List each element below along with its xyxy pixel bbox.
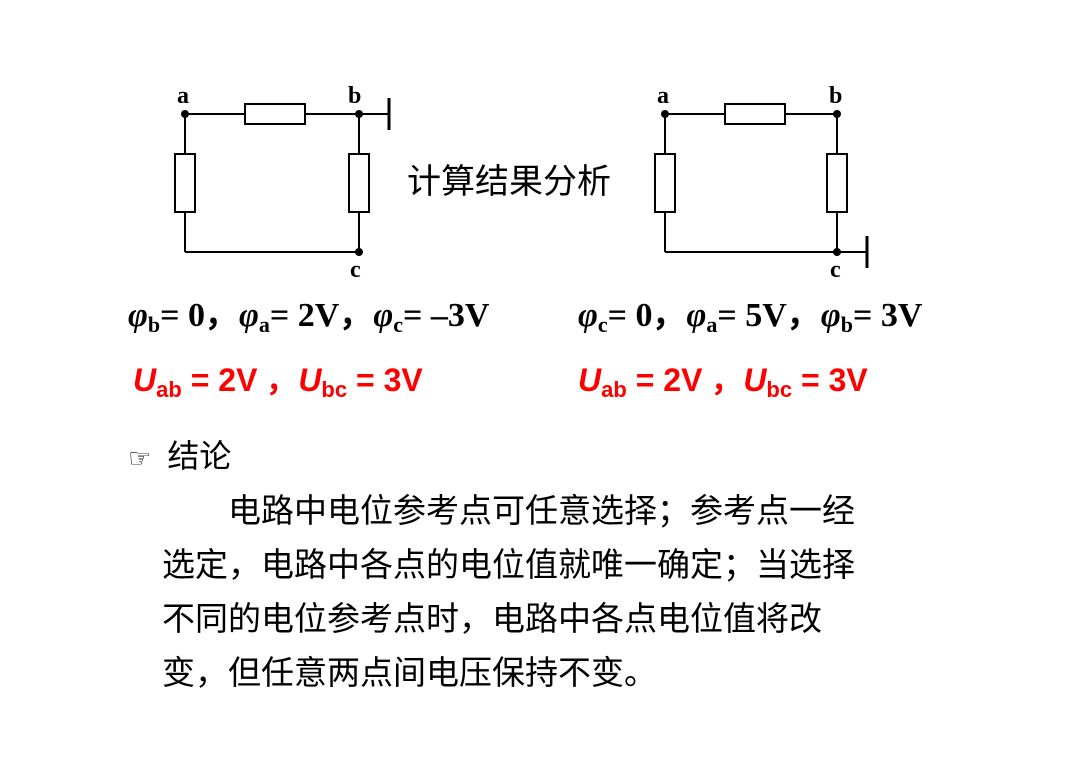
voltage-value: = 3V	[347, 362, 423, 398]
phi-symbol: φ	[820, 297, 841, 334]
voltage-value: = 2V ，	[626, 362, 744, 398]
phi-value: = 5V，	[717, 297, 821, 334]
conclusion-paragraph: 电路中电位参考点可任意选择；参考点一经 选定，电路中各点的电位值就唯一确定；当选…	[162, 484, 942, 700]
resistor-ab	[724, 103, 786, 125]
voltage-symbol: U	[578, 362, 602, 398]
phi-symbol: φ	[373, 297, 394, 334]
right-voltages: Uab = 2V ，Ubc = 3V	[578, 360, 868, 410]
voltage-subscript: bc	[766, 377, 793, 402]
paragraph-line: 选定，电路中各点的电位值就唯一确定；当选择	[162, 545, 855, 584]
voltage-value: = 2V ，	[181, 362, 299, 398]
node-c-dot	[355, 248, 363, 256]
resistor-ac	[654, 153, 676, 213]
left-circuit-diagram	[174, 98, 391, 256]
phi-subscript: b	[840, 312, 853, 337]
analysis-title: 计算结果分析	[407, 162, 611, 202]
resistor-bc	[826, 153, 848, 213]
node-a-dot	[181, 110, 189, 118]
right-potentials: φc= 0，φa= 5V，φb= 3V	[578, 296, 922, 345]
phi-symbol: φ	[686, 297, 707, 334]
paragraph-line: 不同的电位参考点时，电路中各点电位值将改	[162, 599, 822, 638]
right-label-c: c	[830, 257, 841, 283]
right-label-b: b	[829, 83, 843, 109]
phi-value: = 0，	[160, 297, 240, 334]
phi-subscript: a	[258, 312, 270, 337]
node-b-dot	[355, 110, 363, 118]
left-label-b: b	[348, 83, 362, 109]
voltage-symbol: U	[743, 362, 767, 398]
node-b-dot	[833, 110, 841, 118]
left-label-a: a	[177, 83, 189, 109]
left-voltages: Uab = 2V ，Ubc = 3V	[133, 360, 423, 410]
phi-subscript: a	[706, 312, 718, 337]
phi-symbol: φ	[578, 297, 598, 334]
right-circuit-diagram	[654, 103, 869, 268]
phi-value: = 0，	[607, 297, 687, 334]
phi-symbol: φ	[128, 297, 148, 334]
voltage-subscript: bc	[321, 377, 348, 402]
phi-symbol: φ	[239, 297, 259, 334]
voltage-symbol: U	[298, 362, 322, 398]
conclusion-heading: 结论	[167, 437, 232, 475]
left-potentials: φb= 0，φa= 2V，φc= –3V	[128, 296, 489, 345]
phi-value: = 2V，	[269, 297, 374, 334]
node-c-dot	[833, 248, 841, 256]
phi-value: = –3V	[403, 297, 490, 334]
voltage-subscript: ab	[156, 377, 182, 402]
resistor-ac	[174, 153, 196, 213]
pointing-hand-icon: ☞	[128, 444, 152, 474]
right-label-a: a	[657, 83, 669, 109]
voltage-value: = 3V	[792, 362, 868, 398]
phi-subscript: c	[393, 312, 403, 337]
node-a-dot	[661, 110, 669, 118]
voltage-subscript: ab	[601, 377, 627, 402]
resistor-ab	[244, 103, 306, 125]
voltage-symbol: U	[133, 362, 157, 398]
left-label-c: c	[350, 257, 361, 283]
phi-subscript: b	[147, 312, 161, 337]
phi-subscript: c	[597, 312, 608, 337]
paragraph-line: 电路中电位参考点可任意选择；参考点一经	[162, 491, 855, 530]
phi-value: = 3V	[853, 297, 923, 334]
paragraph-line: 变，但任意两点间电压保持不变。	[162, 653, 657, 692]
resistor-bc	[348, 153, 370, 213]
conclusion-heading-line: ☞ 结论	[128, 434, 231, 481]
